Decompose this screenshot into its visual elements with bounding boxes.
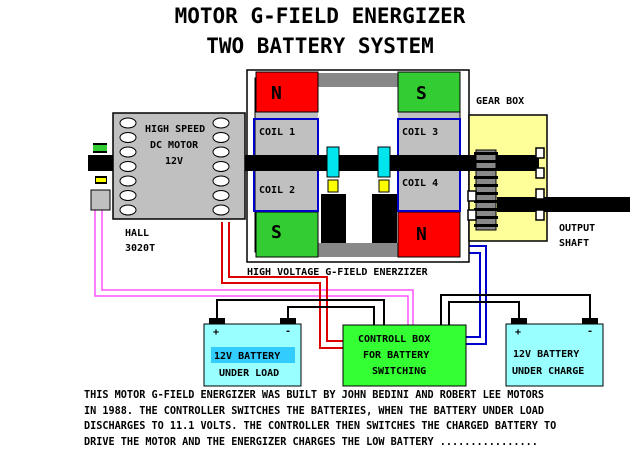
battery-load-plus: +	[213, 327, 219, 338]
output-shaft-label-line1: OUTPUT	[559, 223, 595, 234]
output-shaft-label-line2: SHAFT	[559, 238, 589, 249]
load-battery-wire-minus	[287, 306, 375, 325]
motor-fin	[119, 161, 137, 172]
battery-load-terminal-minus	[280, 318, 296, 324]
battery-charge-label-line1: 12V BATTERY	[513, 349, 579, 360]
hall-label-line2: 3020T	[125, 243, 155, 254]
battery-charge-plus: +	[515, 327, 521, 338]
pole-label-top-right: S	[416, 83, 427, 104]
coil-2-label: COIL 2	[259, 185, 295, 196]
description-line-3: DISCHARGES TO 11.1 VOLTS. THE CONTROLLER…	[84, 421, 557, 432]
rotor-right-arm	[372, 194, 397, 243]
gear-teeth	[474, 152, 498, 227]
gear-tooth	[474, 216, 498, 219]
motor-fin	[212, 204, 230, 216]
battery-load-label-line1: 12V BATTERY	[214, 351, 280, 362]
gear-tooth	[474, 160, 498, 163]
battery-charge-terminal-plus	[511, 318, 527, 324]
pole-label-bottom-right: N	[416, 224, 427, 245]
rotor-right-yellow	[378, 179, 390, 193]
description-line-4: DRIVE THE MOTOR AND THE ENERGIZER CHARGE…	[84, 436, 538, 448]
rotor-right-cyan	[377, 146, 391, 178]
coil-3-label: COIL 3	[402, 127, 438, 138]
rotor-left-arm	[321, 194, 346, 243]
control-box-label-line3: SWITCHING	[372, 366, 426, 377]
battery-charge-minus: -	[587, 326, 593, 337]
description-line-2: IN 1988. THE CONTROLLER SWITCHES THE BAT…	[84, 405, 545, 417]
bearing-3	[535, 188, 545, 200]
motor-fin	[119, 117, 137, 129]
charge-battery-wire-minus	[440, 294, 591, 325]
hall-wire-pink-2	[101, 210, 414, 345]
battery-load-label-highlight	[211, 347, 295, 363]
battery-load-terminal-plus	[209, 318, 225, 324]
motor-fin	[212, 117, 230, 129]
battery-charge-label-line2: UNDER CHARGE	[512, 366, 584, 377]
control-box-label-line1: CONTROLL BOX	[358, 334, 430, 345]
pole-label-bottom-left: S	[271, 222, 282, 243]
energizer-label: HIGH VOLTAGE G-FIELD ENERZIZER	[247, 267, 429, 278]
gearbox-output-through	[497, 197, 547, 212]
motor-fins-left	[119, 117, 137, 216]
motor-wire-red-1	[221, 222, 343, 349]
gear-tooth	[474, 184, 498, 187]
gear-tooth	[474, 208, 498, 211]
motor-fin	[119, 204, 137, 216]
description-line-1: THIS MOTOR G-FIELD ENERGIZER WAS BUILT B…	[84, 390, 545, 401]
magnet-s-bottom-left	[255, 211, 319, 258]
rotor-left-yellow	[327, 179, 339, 193]
gearbox-label: GEAR BOX	[476, 96, 524, 107]
energizer-bottom-bar	[318, 243, 398, 257]
gear-tooth	[474, 176, 498, 179]
hall-label-line1: HALL	[125, 228, 149, 239]
battery-charge-body	[505, 323, 604, 387]
hall-wire-pink-1	[94, 210, 409, 345]
motor-fin	[212, 132, 230, 143]
bearing-4	[535, 209, 545, 221]
motor-fin	[119, 146, 137, 158]
hall-sensor	[90, 143, 111, 211]
battery-load-label-line2: UNDER LOAD	[219, 368, 279, 379]
motor-fin	[119, 175, 137, 187]
rotor-left-cyan	[326, 146, 340, 178]
diagram-title-line1: MOTOR G-FIELD ENERGIZER	[174, 4, 466, 28]
motor-fin	[212, 146, 230, 158]
energizer-shaft	[247, 155, 469, 171]
magnet-n-bottom-right	[397, 211, 461, 258]
control-box-label-line2: FOR BATTERY	[363, 350, 429, 361]
bearing-6	[467, 209, 477, 221]
gear-tooth	[474, 224, 498, 227]
pole-label-top-left: N	[271, 83, 282, 104]
bearing-1	[535, 147, 545, 159]
motor-fin	[212, 175, 230, 187]
coil-1-label: COIL 1	[259, 127, 295, 138]
magnet-n-top-left	[255, 71, 319, 113]
energizer-top-bar	[318, 73, 398, 87]
gear-tooth	[474, 192, 498, 195]
bearing-2	[535, 167, 545, 179]
motor-fin	[119, 132, 137, 143]
motor-fins-right	[212, 117, 230, 216]
motor-label-line2: DC MOTOR	[150, 140, 199, 151]
motor-wire-red-2	[228, 222, 343, 342]
gear-tooth	[474, 168, 498, 171]
charge-battery-wire-plus	[448, 301, 520, 325]
control-box-body	[342, 324, 467, 387]
coil-4-label: COIL 4	[402, 178, 438, 189]
motor-fin	[212, 161, 230, 172]
motor-label-line3: 12V	[165, 156, 183, 167]
bearing-5	[467, 190, 477, 202]
diagram-title-line2: TWO BATTERY SYSTEM	[206, 34, 434, 58]
gear-tooth	[474, 200, 498, 203]
battery-charge-terminal-minus	[582, 318, 598, 324]
motor-fin	[119, 190, 137, 201]
motor-fin	[212, 190, 230, 201]
gear-tooth	[474, 152, 498, 155]
motor-label-line1: HIGH SPEED	[145, 124, 205, 135]
load-battery-wire-plus	[216, 299, 385, 325]
magnet-s-top-right	[397, 71, 461, 113]
battery-load-minus: -	[285, 326, 291, 337]
